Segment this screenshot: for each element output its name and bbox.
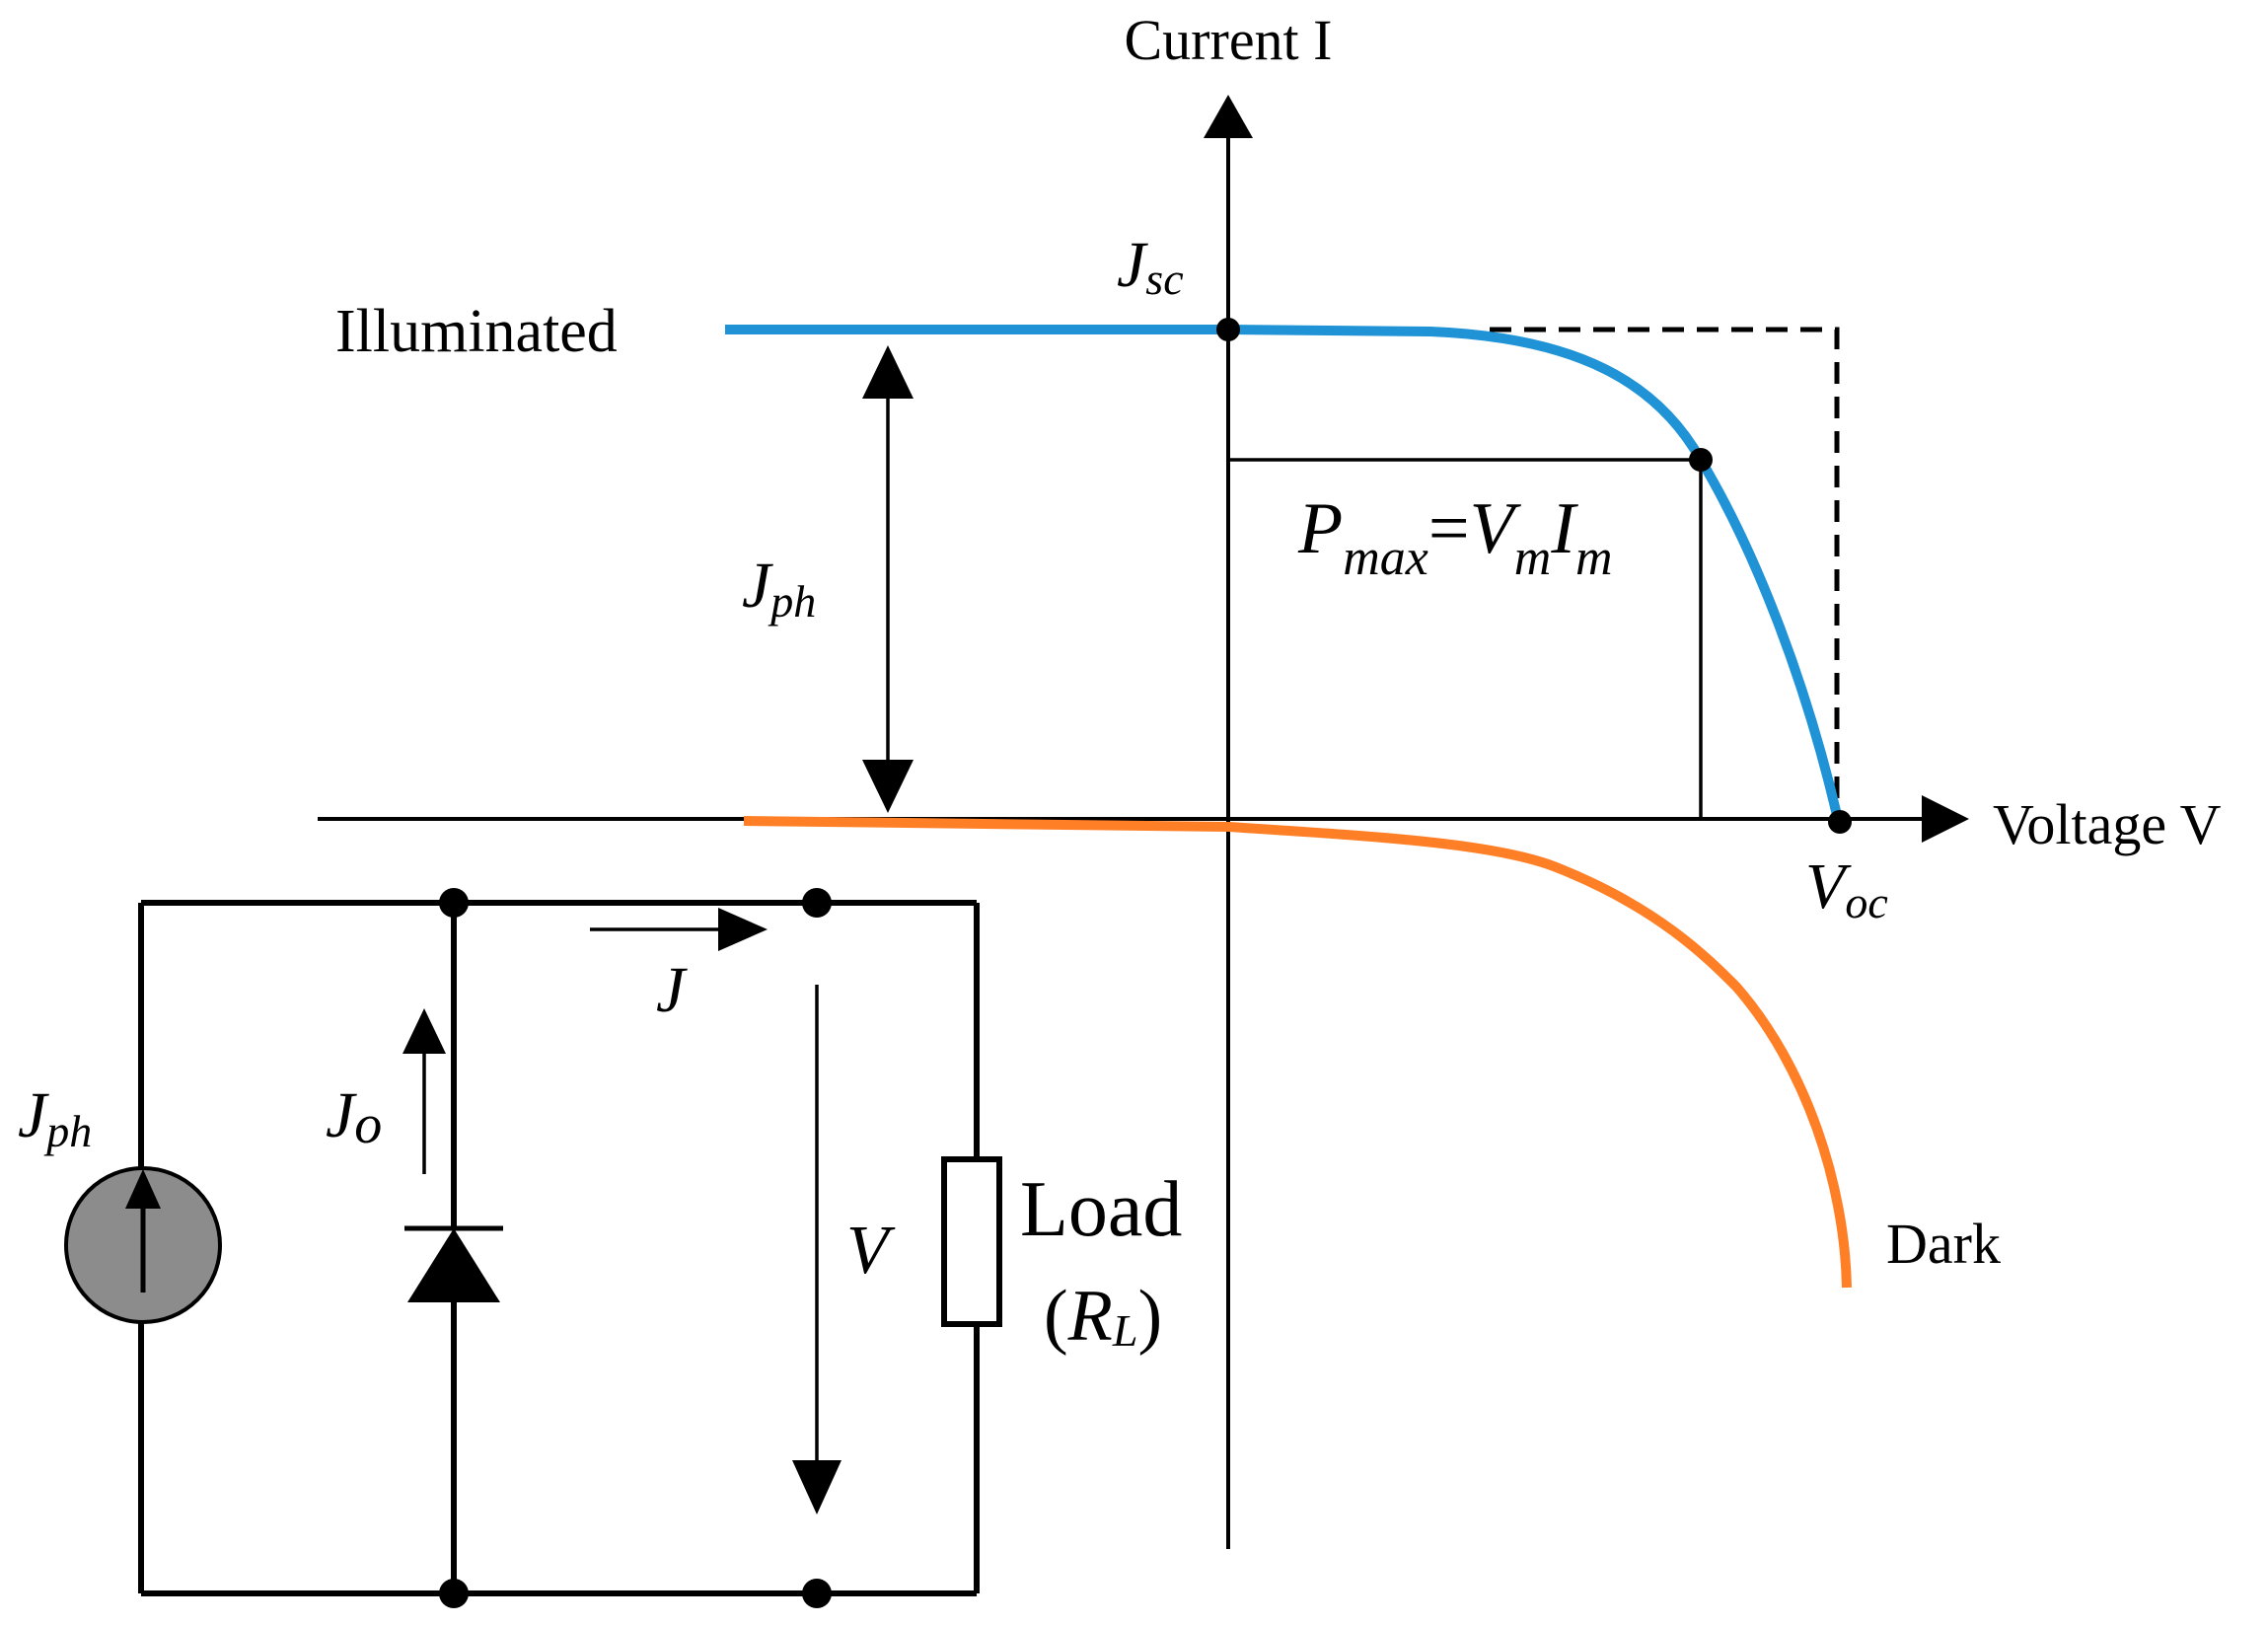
jph-down-arrow-icon xyxy=(862,760,914,813)
y-axis-arrow-icon xyxy=(1204,95,1253,138)
x-axis-arrow-icon xyxy=(1922,795,1969,843)
dark-label: Dark xyxy=(1886,1212,2001,1276)
source-arrow-icon xyxy=(125,1169,161,1209)
load-resistance-label: (RL) xyxy=(1044,1276,1162,1357)
output-current-arrow-icon xyxy=(718,908,768,951)
load-label: Load xyxy=(1020,1166,1182,1253)
y-axis-label: Current I xyxy=(1125,8,1333,72)
voltage-label: V xyxy=(846,1213,896,1289)
illuminated-curve xyxy=(725,325,1842,817)
jph-up-arrow-icon xyxy=(862,345,914,399)
jsc-point xyxy=(1216,318,1240,341)
diode-icon xyxy=(407,1228,500,1302)
voc-label: Voc xyxy=(1805,850,1888,927)
node-bottom-left xyxy=(439,1579,469,1608)
illuminated-label: Illuminated xyxy=(335,298,618,365)
voltage-arrow-icon xyxy=(792,1460,841,1514)
equivalent-circuit: Jph Jo J V Load (RL) xyxy=(18,888,1182,1608)
jph-gap-arrow xyxy=(862,345,914,813)
dark-curve xyxy=(743,816,1852,1289)
terminal-top xyxy=(802,888,832,918)
source-label: Jph xyxy=(18,1079,92,1156)
resistor-icon xyxy=(941,1156,1002,1327)
diode-current-arrow-icon xyxy=(402,1008,446,1054)
iv-axes: Current I Voltage V xyxy=(318,8,2222,1549)
terminal-bottom xyxy=(802,1579,832,1608)
voc-point xyxy=(1828,810,1852,834)
jph-gap-label: Jph xyxy=(742,550,816,627)
output-current-label: J xyxy=(656,954,688,1026)
pmax-point xyxy=(1689,448,1713,472)
x-axis-label: Voltage V xyxy=(1993,792,2222,856)
diode-current-label: Jo xyxy=(326,1079,382,1155)
pmax-label: Pmax=VmIm xyxy=(1297,488,1613,586)
node-top-left xyxy=(439,888,469,918)
jsc-label: Jsc xyxy=(1117,229,1184,304)
ideal-power-rectangle xyxy=(1490,327,1840,815)
